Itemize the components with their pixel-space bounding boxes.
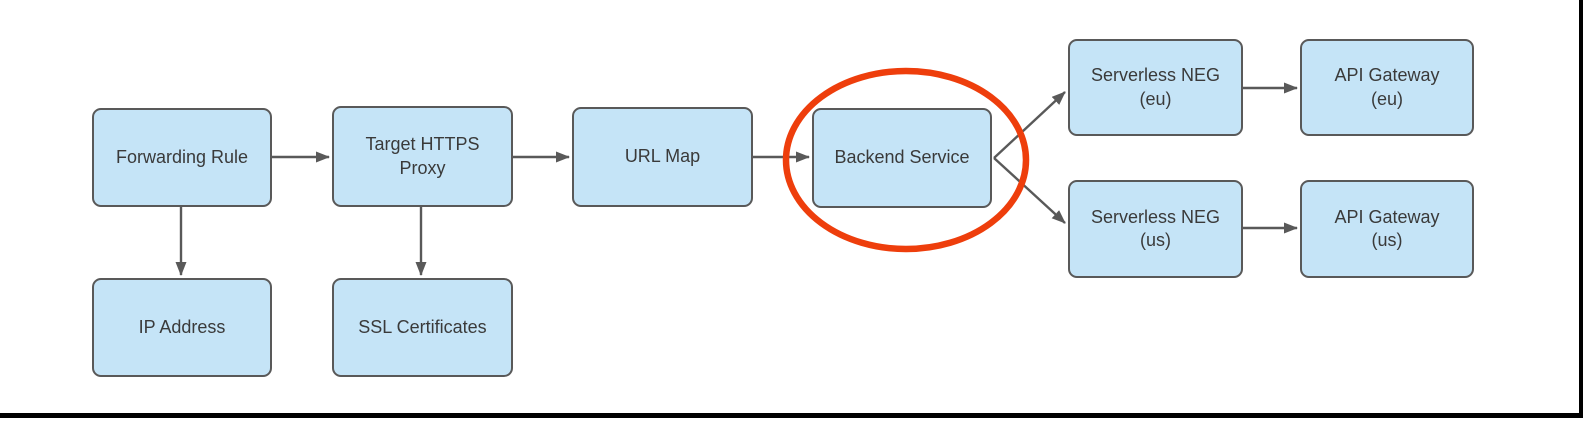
- node-ip-address: IP Address: [92, 278, 272, 377]
- node-api-gateway-us-label: API Gateway (us): [1334, 206, 1440, 250]
- node-url-map-label: URL Map: [624, 146, 701, 167]
- node-serverless-neg-eu-label: Serverless NEG (eu): [1090, 65, 1221, 109]
- node-serverless-neg-eu: Serverless NEG (eu): [1068, 39, 1243, 136]
- node-forwarding-rule: Forwarding Rule: [92, 108, 272, 207]
- node-url-map: URL Map: [572, 107, 753, 207]
- node-ip-address-label: IP Address: [138, 316, 226, 337]
- node-backend-service: Backend Service: [812, 108, 992, 208]
- node-api-gateway-us: API Gateway (us): [1300, 180, 1474, 278]
- node-api-gateway-eu-label: API Gateway (eu): [1334, 65, 1440, 109]
- node-serverless-neg-us: Serverless NEG (us): [1068, 180, 1243, 278]
- node-forwarding-rule-label: Forwarding Rule: [115, 146, 249, 167]
- arrow-backend-service-to-serverless-neg-us: [993, 157, 1066, 224]
- page-border-right: [1579, 0, 1583, 418]
- node-backend-service-label: Backend Service: [834, 147, 970, 168]
- node-ssl-certificates: SSL Certificates: [332, 278, 513, 377]
- node-api-gateway-eu: API Gateway (eu): [1300, 39, 1474, 136]
- page-border-bottom: [0, 413, 1583, 418]
- node-target-https-proxy: Target HTTPS Proxy: [332, 106, 513, 207]
- node-serverless-neg-us-label: Serverless NEG (us): [1090, 206, 1221, 250]
- node-ssl-certificates-label: SSL Certificates: [358, 316, 487, 337]
- arrow-backend-service-to-serverless-neg-eu: [993, 91, 1066, 159]
- node-target-https-proxy-label: Target HTTPS Proxy: [365, 134, 480, 178]
